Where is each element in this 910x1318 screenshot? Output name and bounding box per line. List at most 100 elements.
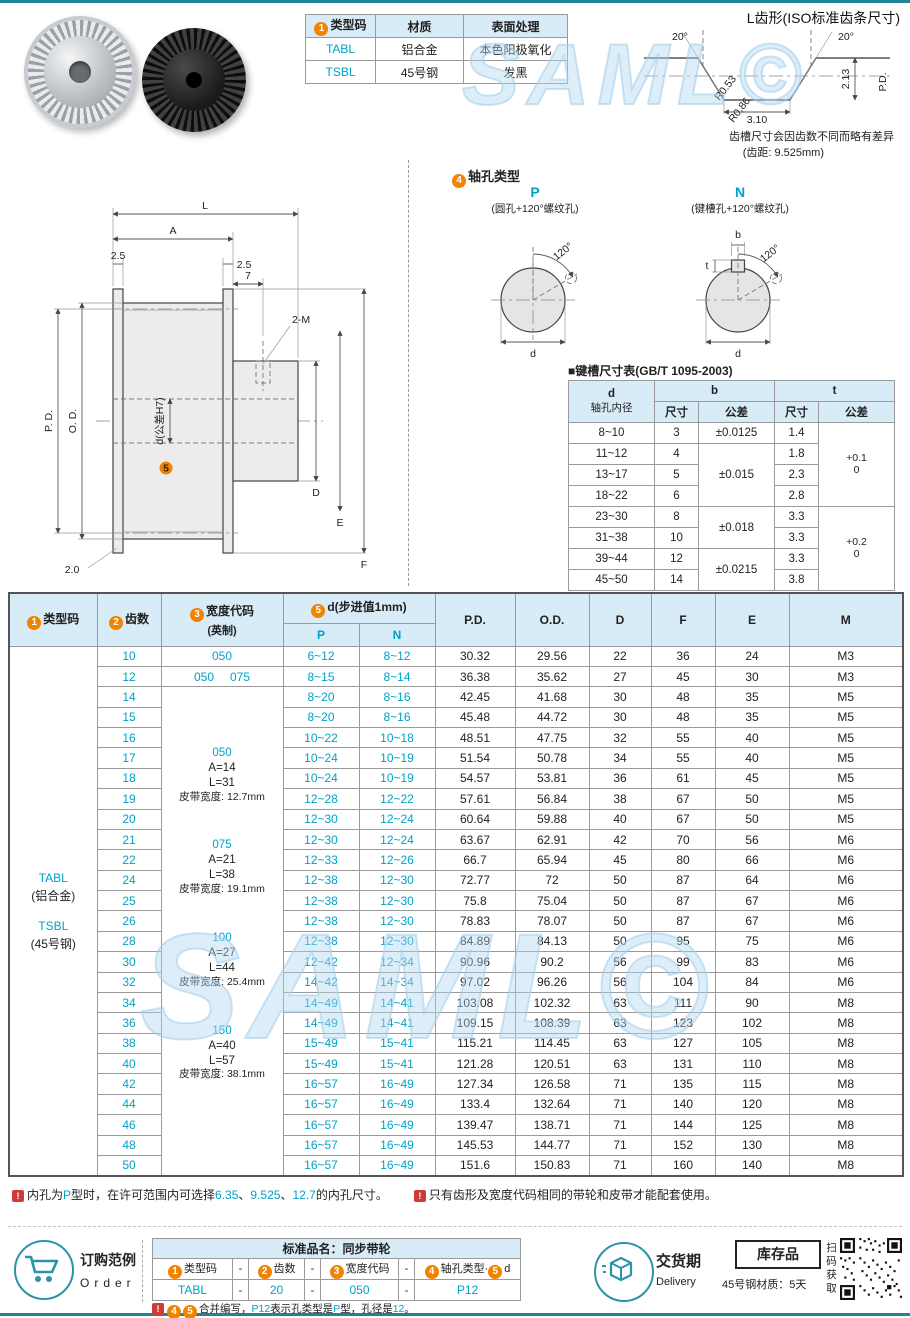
cell-od: 53.81 — [514, 767, 590, 790]
cell-M: M8 — [788, 1073, 904, 1095]
cell-E: 40 — [714, 726, 790, 749]
cell-F: 87 — [650, 889, 716, 912]
delivery-title: 交货期 Delivery — [656, 1250, 701, 1288]
cell-d-range-p: 16~57 — [282, 1114, 360, 1136]
cell-M: M5 — [788, 686, 904, 708]
cell-pd: 127.34 — [434, 1073, 516, 1095]
section-divider — [408, 160, 409, 586]
cell-F: 160 — [650, 1154, 716, 1177]
cell-E: 125 — [714, 1114, 790, 1136]
cell-teeth: 42 — [96, 1073, 162, 1095]
badge-4: 4 — [452, 174, 466, 188]
cell-teeth: 30 — [96, 951, 162, 973]
header-D: D — [588, 592, 652, 647]
cell-d-range-p: 16~57 — [282, 1134, 360, 1156]
cell-od: 114.45 — [514, 1032, 590, 1055]
hole-type-n-desc: (键槽孔+120°螺纹孔) — [691, 203, 789, 215]
pulley-bore — [68, 60, 92, 84]
badge-1: 1 — [314, 22, 329, 36]
cell-pd: 48.51 — [434, 726, 516, 749]
note-text: 型时，在许可范围内可选择 — [71, 1188, 216, 1202]
label: 齿数 — [273, 1262, 296, 1275]
header-label: 类型码 — [330, 18, 367, 32]
cell-teeth: 26 — [96, 910, 162, 932]
hole-type-p-desc: (圆孔+120°螺纹孔) — [491, 203, 579, 215]
cell-F: 140 — [650, 1093, 716, 1116]
cell-teeth: 15 — [96, 706, 162, 729]
order-example-title: 订购范例 Order — [80, 1250, 136, 1290]
cell-D: 38 — [588, 788, 652, 810]
hole-type-p-label: P — [530, 184, 540, 200]
cell-D: 63 — [588, 991, 652, 1014]
cell-d-range-n: 8~12 — [358, 645, 436, 667]
keyway-table-title: ■键槽尺寸表(GB/T 1095-2003) — [568, 364, 733, 378]
cell-d-range-n: 16~49 — [358, 1073, 436, 1095]
note-text: 、 — [280, 1188, 293, 1202]
cell-E: 140 — [714, 1154, 790, 1177]
note-text: 只有齿形及宽度代码相同的带轮和皮带才能配套使用。 — [428, 1188, 717, 1202]
cell-pd: 63.67 — [434, 828, 516, 851]
cell-D: 71 — [588, 1093, 652, 1116]
cell-od: 47.75 — [514, 726, 590, 749]
badge-4: 4 — [167, 1305, 181, 1318]
cell-d-range-n: 16~49 — [358, 1093, 436, 1116]
cell-E: 83 — [714, 951, 790, 973]
order-table-title: 标准品名：同步带轮 — [152, 1238, 521, 1259]
cell-E: 45 — [714, 767, 790, 790]
cell-d-range-p: 8~20 — [282, 706, 360, 729]
cell-d-range-n: 16~49 — [358, 1154, 436, 1177]
dim-lip: 2.0 — [65, 564, 80, 576]
badge-3: 3 — [329, 1264, 344, 1279]
cell-M: M8 — [788, 1012, 904, 1034]
cell-pd: 45.48 — [434, 706, 516, 729]
cell-pd: 54.57 — [434, 767, 516, 790]
cell-D: 50 — [588, 910, 652, 932]
cell-material: 铝合金 — [375, 37, 464, 61]
note-text: 内孔为 — [27, 1188, 64, 1202]
label: 类型码 — [184, 1262, 217, 1275]
page-bottom-rule — [0, 1313, 910, 1316]
order-value-hole: P12 — [414, 1279, 521, 1301]
cell-F: 67 — [650, 788, 716, 810]
cell-M: M6 — [788, 910, 904, 932]
cell-F: 95 — [650, 930, 716, 953]
cell-D: 50 — [588, 869, 652, 892]
header-label: 宽度代码 — [205, 603, 254, 618]
cell-teeth: 44 — [96, 1093, 162, 1116]
note-value: P — [333, 1303, 341, 1315]
cell-finish: 本色阳极氧化 — [463, 37, 568, 61]
cell-t-size: 1.8 — [774, 443, 819, 465]
note-text: 表示孔类型是 — [270, 1303, 334, 1315]
dim-angle-right: 20° — [838, 31, 854, 43]
cell-od: 132.64 — [514, 1093, 590, 1116]
stock-badge: 库存品 — [735, 1240, 821, 1269]
type-code-cell: TABL(铝合金)TSBL(45号钢) — [8, 645, 98, 1177]
cell-F: 55 — [650, 747, 716, 769]
cell-pd: 133.4 — [434, 1093, 516, 1116]
cell-b-tolerance: ±0.015 — [698, 443, 775, 507]
cell-od: 35.62 — [514, 665, 590, 688]
cell-E: 84 — [714, 971, 790, 993]
cell-teeth: 50 — [96, 1154, 162, 1177]
cell-E: 115 — [714, 1073, 790, 1095]
cell-d-range-p: 14~49 — [282, 991, 360, 1014]
cell-d-range-p: 16~57 — [282, 1154, 360, 1177]
cell-d-range-p: 16~57 — [282, 1093, 360, 1116]
cell-teeth: 24 — [96, 869, 162, 892]
cell-b-tolerance: ±0.018 — [698, 506, 775, 549]
cell-F: 55 — [650, 726, 716, 749]
cell-E: 40 — [714, 747, 790, 769]
cell-M: M6 — [788, 869, 904, 892]
